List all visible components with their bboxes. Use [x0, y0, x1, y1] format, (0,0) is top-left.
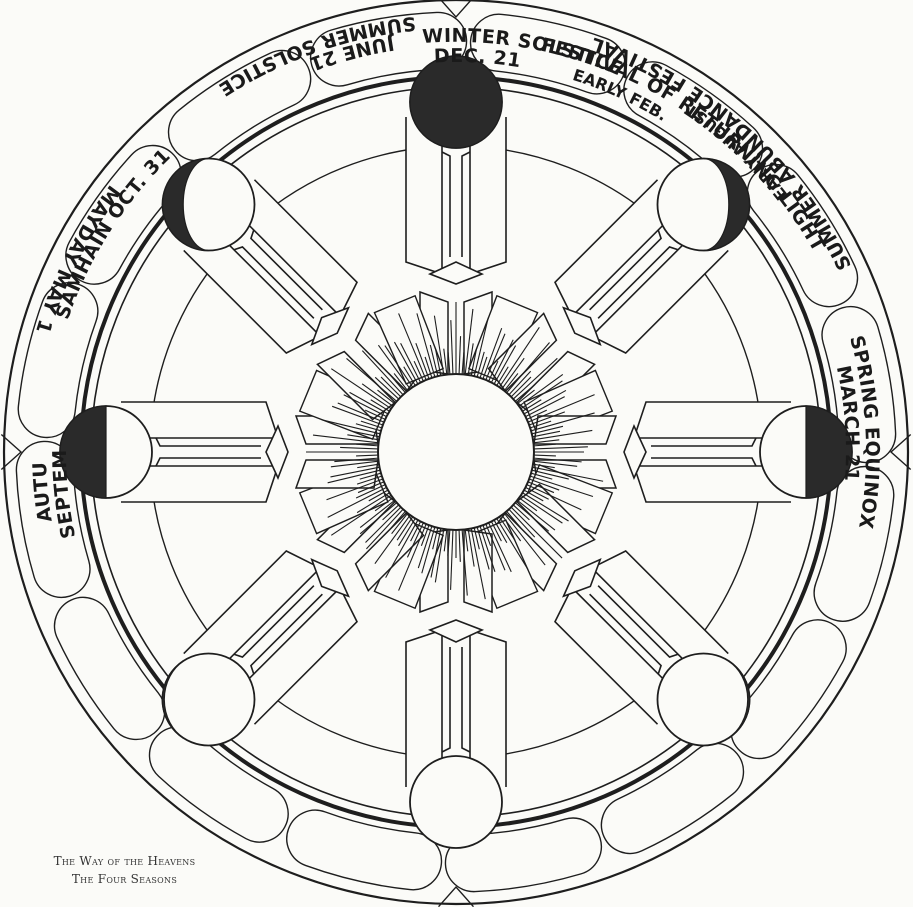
spoke-diamond	[556, 299, 608, 351]
sun-ray	[459, 530, 460, 562]
spoke-stem	[442, 647, 470, 752]
moon-waxing-crescent	[657, 159, 749, 251]
caption-title: The Way of the Heavens	[22, 852, 227, 870]
spoke-diamond	[556, 552, 608, 604]
sun-ray	[459, 336, 460, 374]
moon-waxing-gibbous	[657, 653, 749, 745]
moon-first-quarter	[760, 406, 852, 498]
autumn-equinox-label: AUTUMN EQUINOX	[0, 0, 57, 524]
moon-disc	[410, 756, 502, 848]
pointer-mark	[439, 0, 474, 17]
spoke-stem	[651, 438, 756, 466]
central-sun-hub	[378, 374, 534, 530]
moon-new	[410, 56, 502, 148]
caption-subtitle: The Four Seasons	[22, 870, 227, 888]
sun-ray	[451, 320, 453, 374]
moon-waning-crescent	[163, 159, 255, 251]
spoke-diamond	[303, 552, 355, 604]
spoke-stem	[442, 152, 470, 257]
moon-last-quarter	[60, 406, 152, 498]
sun-rays	[306, 302, 603, 599]
sun-ray	[534, 447, 588, 449]
figure-caption: The Way of the Heavens The Four Seasons	[22, 852, 227, 888]
spoke-diamond	[303, 299, 355, 351]
sun-ray	[451, 530, 453, 590]
moon-shadow	[410, 56, 502, 148]
sun-ray	[534, 455, 556, 456]
sun-ray	[340, 447, 378, 448]
spoke-stem	[156, 438, 261, 466]
moon-waning-gibbous	[162, 653, 254, 745]
moon-full	[410, 756, 502, 848]
sun-ray	[356, 455, 378, 456]
